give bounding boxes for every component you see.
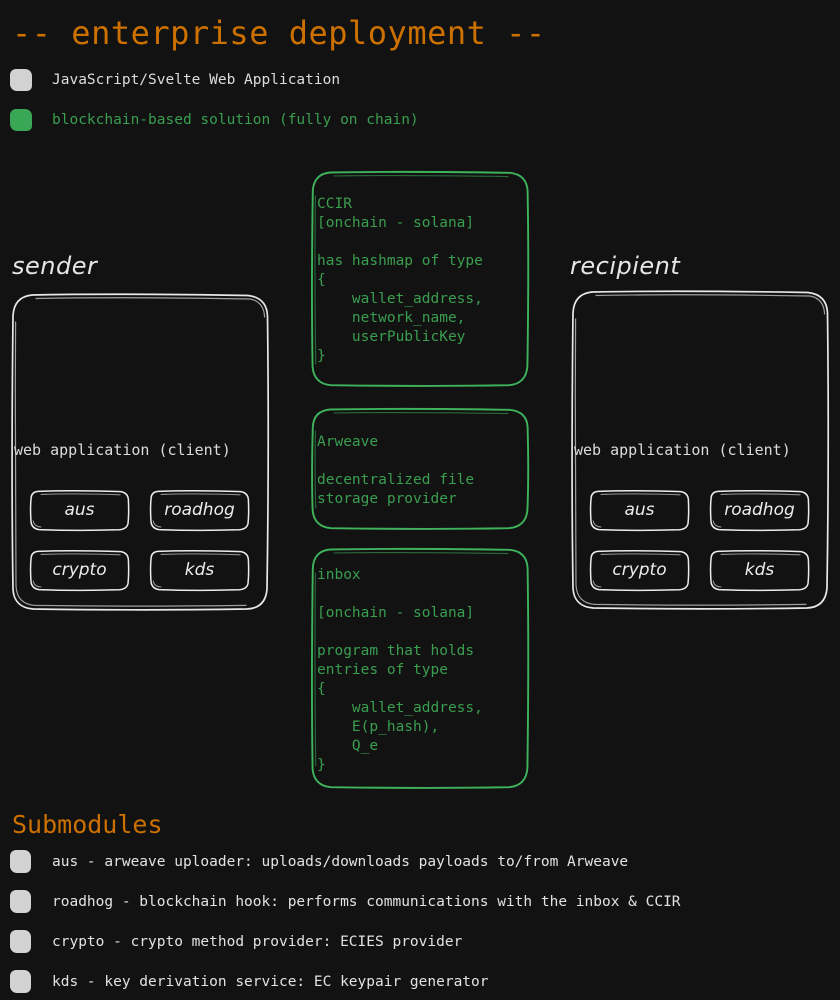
sender-chip-aus[interactable]: aus bbox=[29, 489, 130, 532]
gray-square-swatch bbox=[10, 69, 32, 91]
chip-label: kds bbox=[184, 560, 215, 580]
chip-label: roadhog bbox=[724, 500, 795, 520]
chip-label: aus bbox=[64, 500, 95, 520]
submodule-label: kds - key derivation service: EC keypair… bbox=[52, 973, 489, 990]
gray-square-swatch bbox=[10, 850, 31, 873]
chip-label: roadhog bbox=[164, 500, 235, 520]
recipient-client-box: web application (client) bbox=[570, 289, 830, 611]
chip-label: aus bbox=[624, 500, 655, 520]
inbox-block-text: inbox [onchain - solana] program that ho… bbox=[317, 567, 483, 773]
submodule-label: roadhog - blockchain hook: performs comm… bbox=[52, 893, 681, 910]
submodules-heading: Submodules bbox=[12, 810, 163, 839]
sender-client-caption: web application (client) bbox=[14, 441, 231, 459]
sender-chip-roadhog[interactable]: roadhog bbox=[149, 489, 250, 532]
gray-square-swatch bbox=[10, 930, 31, 953]
legend-item-webapp: JavaScript/Svelte Web Application bbox=[10, 69, 340, 91]
submodule-item-roadhog: roadhog - blockchain hook: performs comm… bbox=[10, 890, 681, 913]
sender-chip-kds[interactable]: kds bbox=[149, 549, 250, 592]
chip-label: crypto bbox=[612, 560, 667, 580]
recipient-chip-kds[interactable]: kds bbox=[709, 549, 810, 592]
recipient-client-caption: web application (client) bbox=[574, 441, 791, 459]
page-title: -- enterprise deployment -- bbox=[12, 14, 546, 52]
gray-square-swatch bbox=[10, 970, 31, 993]
arweave-block: Arweave decentralized file storage provi… bbox=[310, 407, 530, 531]
ccir-block-text: CCIR [onchain - solana] has hashmap of t… bbox=[317, 196, 483, 364]
submodule-item-kds: kds - key derivation service: EC keypair… bbox=[10, 970, 489, 993]
submodule-item-aus: aus - arweave uploader: uploads/download… bbox=[10, 850, 628, 873]
sender-client-box: web application (client) bbox=[10, 292, 270, 612]
chip-label: crypto bbox=[52, 560, 107, 580]
submodule-label: crypto - crypto method provider: ECIES p… bbox=[52, 933, 463, 950]
green-square-swatch bbox=[10, 109, 32, 131]
gray-square-swatch bbox=[10, 890, 31, 913]
legend-item-blockchain: blockchain-based solution (fully on chai… bbox=[10, 109, 419, 131]
recipient-chip-crypto[interactable]: crypto bbox=[589, 549, 690, 592]
ccir-block: CCIR [onchain - solana] has hashmap of t… bbox=[310, 170, 530, 388]
legend-label: blockchain-based solution (fully on chai… bbox=[52, 112, 419, 128]
sender-chip-crypto[interactable]: crypto bbox=[29, 549, 130, 592]
submodule-label: aus - arweave uploader: uploads/download… bbox=[52, 853, 629, 870]
submodule-item-crypto: crypto - crypto method provider: ECIES p… bbox=[10, 930, 462, 953]
inbox-block: inbox [onchain - solana] program that ho… bbox=[310, 547, 530, 790]
arweave-block-text: Arweave decentralized file storage provi… bbox=[317, 434, 475, 507]
recipient-chip-aus[interactable]: aus bbox=[589, 489, 690, 532]
chip-label: kds bbox=[744, 560, 775, 580]
sender-label: sender bbox=[12, 252, 98, 280]
recipient-chip-roadhog[interactable]: roadhog bbox=[709, 489, 810, 532]
recipient-label: recipient bbox=[570, 252, 681, 280]
legend-label: JavaScript/Svelte Web Application bbox=[52, 72, 341, 88]
